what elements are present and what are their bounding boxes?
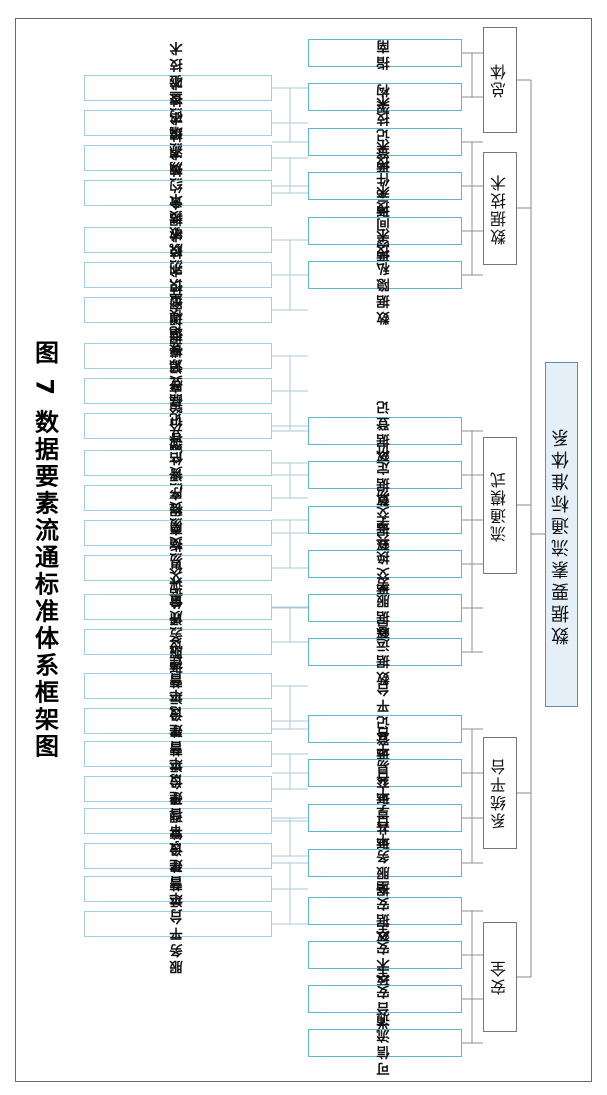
leaf-service-platform-operation: 服务平台运营 xyxy=(84,875,272,974)
leaf-asset-evaluation: 数据资产评价 xyxy=(84,414,272,513)
node-service-platform: 数据服务平台 xyxy=(308,814,462,913)
group-security: 安全 xyxy=(483,922,517,1032)
root-label: 数据要素流通标准体系 xyxy=(550,424,572,645)
caption-text: 图 7 数据要素流通标准体系框架图 xyxy=(30,339,59,761)
leaf-registration-platform-build: 登记平台建设 xyxy=(84,637,272,736)
group-label: 流通模式 xyxy=(490,469,509,542)
root-node: 数据要素流通标准体系 xyxy=(545,362,578,707)
leaf-registration-platform-operation: 登记平台运营 xyxy=(84,672,272,771)
node-data-element-tech: 数据元件技术 xyxy=(308,137,462,236)
leaf-trading-platform-build: 交易平台建设 xyxy=(84,705,272,804)
leaf-data-identification-tech: 数据识别技术 xyxy=(84,226,272,325)
leaf-trading-procedure: 数据交易程序 xyxy=(84,484,272,583)
leaf-service-evaluation: 数据服务评价 xyxy=(84,593,272,692)
node-sharing-platform: 数据共享平台 xyxy=(308,769,462,868)
node-registration-platform: 数据登记平台 xyxy=(308,680,462,779)
node-data-registration-tech: 数据登记技术 xyxy=(308,93,462,192)
node-architecture: 架构 xyxy=(308,81,462,114)
group-overall: 总体 xyxy=(483,27,517,133)
node-data-registration: 数据登记 xyxy=(308,398,462,464)
group-system-platform: 系统平台 xyxy=(483,737,517,849)
leaf-data-verification-tech: 数据查验技术 xyxy=(84,39,272,138)
leaf-product-registration-model: 数据产品登记模型 xyxy=(84,325,272,457)
figure-frame xyxy=(15,18,592,1082)
node-platform-security: 平台安全 xyxy=(308,966,462,1032)
node-data-space-tech: 数据空间技术 xyxy=(308,182,462,281)
leaf-data-encryption-tech: 数据加密技术 xyxy=(84,261,272,360)
group-circulation-mode: 流通模式 xyxy=(483,437,517,574)
leaf-data-masking-tech: 数据脱敏技术 xyxy=(84,191,272,290)
node-data-pricing: 数据定价 xyxy=(308,442,462,508)
leaf-data-tracing-tech: 数据溯源技术 xyxy=(84,109,272,208)
leaf-service-platform-build: 服务平台建设 xyxy=(84,840,272,939)
node-trading-platform: 数据交易平台 xyxy=(308,724,462,823)
leaf-resource-registration-model: 数据资源登记模型 xyxy=(84,290,272,422)
group-label: 总体 xyxy=(490,62,509,98)
leaf-sharing-platform-build: 共享平台建设 xyxy=(84,772,272,871)
group-label: 系统平台 xyxy=(490,757,509,829)
group-label: 安全 xyxy=(490,959,509,995)
node-data-service: 数据服务 xyxy=(308,575,462,641)
node-tech-security: 技术安全 xyxy=(308,922,462,988)
group-label: 数据技术 xyxy=(490,172,509,245)
figure-caption: 图 7 数据要素流通标准体系框架图 xyxy=(24,330,66,770)
leaf-trading-guide: 数据交易指南 xyxy=(84,519,272,618)
leaf-quality-evaluation: 数据质量评价 xyxy=(84,558,272,657)
node-data-trading: 数据交易 xyxy=(308,487,462,553)
group-data-tech: 数据技术 xyxy=(483,152,517,265)
leaf-trading-platform-operation: 交易平台运营 xyxy=(84,740,272,839)
node-guide: 指南 xyxy=(308,37,462,70)
leaf-registration-procedure: 数据登记程序 xyxy=(84,377,272,476)
leaf-sharing-platform-management: 共享平台管理 xyxy=(84,807,272,906)
leaf-data-encoding-tech: 数据编码技术 xyxy=(84,74,272,173)
node-data-operation: 数据运营 xyxy=(308,619,462,685)
leaf-data-contract-tech: 数据合约技术 xyxy=(84,144,272,243)
node-data-exchange-sharing: 数据交换共享 xyxy=(308,515,462,614)
leaf-asset-assessment: 数据资产评估 xyxy=(84,449,272,548)
node-trusted-circulation: 可信流通 xyxy=(308,1010,462,1076)
node-data-privacy-tech: 数据隐私技术 xyxy=(308,226,462,325)
node-data-security: 数据安全 xyxy=(308,878,462,944)
